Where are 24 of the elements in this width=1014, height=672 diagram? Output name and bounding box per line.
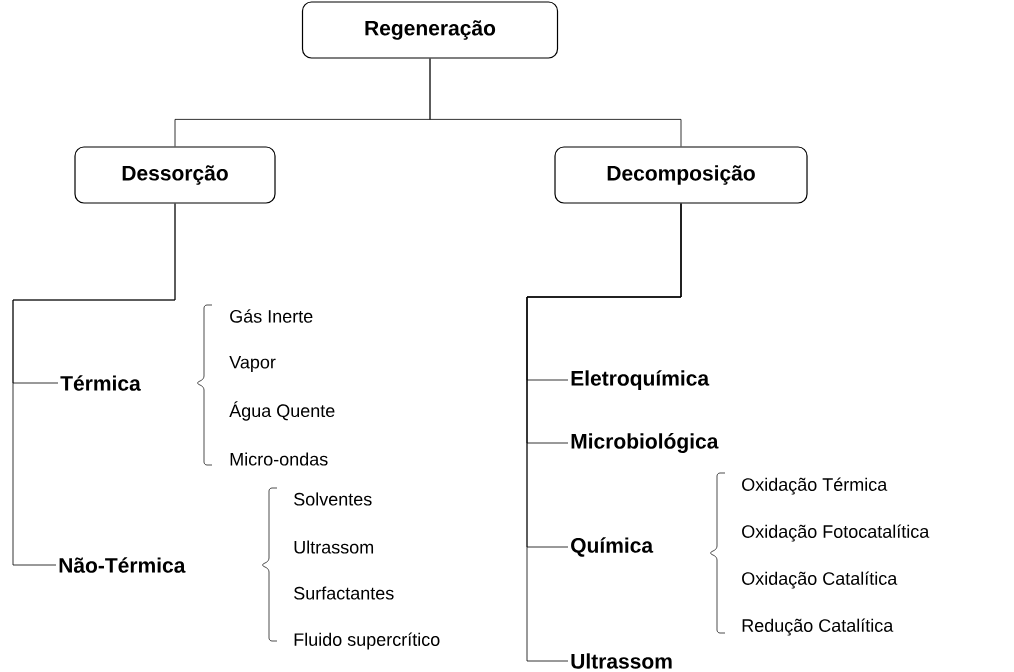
method-label: Oxidação Catalítica <box>742 571 898 589</box>
connector-line <box>429 58 682 147</box>
method-label: Vapor <box>229 355 276 373</box>
process-box: Dessorção <box>74 146 276 204</box>
method-label: Micro-ondas <box>230 452 328 466</box>
method-label: Ultrassom <box>294 540 374 554</box>
connector-line <box>526 203 682 662</box>
category-label: Ultrassom <box>571 653 672 669</box>
process-box: Decomposição <box>554 146 808 204</box>
method-label: Fluido supercrítico <box>294 632 440 650</box>
method-label: Oxidação Fotocatalítica <box>742 524 930 542</box>
category-label: Química <box>571 537 654 557</box>
category-label: Microbiológica <box>571 433 719 453</box>
category-label: Térmica <box>60 375 141 391</box>
method-label: Oxidação Térmica <box>742 477 888 495</box>
method-label: Solventes <box>294 492 372 506</box>
method-label: Surfactantes <box>294 586 394 600</box>
connector-line <box>12 203 176 566</box>
process-box: Regeneração <box>301 1 559 59</box>
method-label: Água Quente <box>229 401 335 421</box>
category-label: Eletroquímica <box>571 370 710 390</box>
method-label: Redução Catalítica <box>742 618 894 636</box>
method-label: Gás Inerte <box>230 309 313 323</box>
category-label: Não-Térmica <box>59 557 186 573</box>
